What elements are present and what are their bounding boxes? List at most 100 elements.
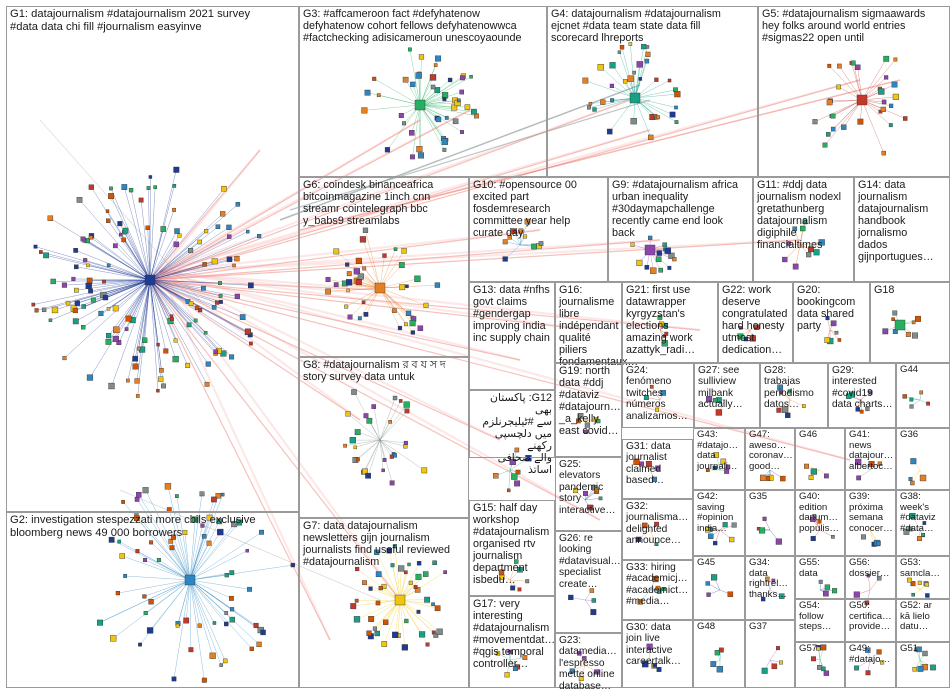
group-label-g54: G54: follow steps… xyxy=(799,601,842,633)
group-box-g43[interactable]: G43: #datajo… data journali… xyxy=(693,428,745,490)
group-box-g20[interactable]: G20: bookingcom data shared party xyxy=(793,282,870,363)
group-box-g33[interactable]: G33: hiring #academicj… #academict… #med… xyxy=(622,560,693,620)
group-label-g18: G18 xyxy=(874,284,947,296)
group-box-g17[interactable]: G17: very interesting #datajournalism #m… xyxy=(469,596,555,688)
group-box-g29[interactable]: G29: interested #covid19 data charts… xyxy=(828,363,896,428)
group-label-g44: G44 xyxy=(900,365,947,376)
group-label-g37: G37 xyxy=(749,622,792,633)
group-label-g45: G45 xyxy=(697,558,742,569)
group-box-g54[interactable]: G54: follow steps… xyxy=(795,599,845,642)
group-label-g38: G38: week's #dataviz #data… xyxy=(900,492,947,535)
group-box-g37[interactable]: G37 xyxy=(745,620,795,688)
group-label-g1: G1: datajournalism #datajournalism 2021 … xyxy=(10,8,296,33)
group-label-g49: G49: #datajo… xyxy=(849,644,893,665)
group-label-g14: G14: data journalism datajournalism hand… xyxy=(858,179,947,264)
group-box-g7[interactable]: G7: data datajournalism newsletters gijn… xyxy=(299,518,469,688)
group-box-g14[interactable]: G14: data journalism datajournalism hand… xyxy=(854,177,950,282)
group-box-g35[interactable]: G35 xyxy=(745,490,795,556)
group-box-g28[interactable]: G28: trabajas periodismo datos… xyxy=(760,363,828,428)
group-label-g34: G34: data rightrel… thanks… xyxy=(749,558,792,601)
group-box-g55[interactable]: G55: data xyxy=(795,556,845,599)
group-box-g4[interactable]: G4: datajournalism #datajournalism ejcne… xyxy=(547,6,758,177)
group-label-g31: G31: data journalist claimed based… xyxy=(626,441,690,487)
group-label-g47: G47: aweso… coronav… good… xyxy=(749,430,792,473)
group-label-g29: G29: interested #covid19 data charts… xyxy=(832,365,893,411)
group-box-g22[interactable]: G22: work deserve congratulated hard hon… xyxy=(718,282,793,363)
group-box-g47[interactable]: G47: aweso… coronav… good… xyxy=(745,428,795,490)
group-label-g23: G23: datamedia… l'espresso mette online … xyxy=(559,635,619,692)
group-box-g31[interactable]: G31: data journalist claimed based… xyxy=(622,439,693,499)
group-box-g6[interactable]: G6: coindesk binanceafrica bitcoinmagazi… xyxy=(299,177,469,357)
group-label-g7: G7: data datajournalism newsletters gijn… xyxy=(303,520,466,568)
group-box-g39[interactable]: G39: próxima semana conocer… xyxy=(845,490,896,556)
group-label-g21: G21: first use datawrapper kyrgyzstan's … xyxy=(626,284,715,356)
group-label-g8: G8: #datajournalism র ব য স দ story surv… xyxy=(303,359,466,383)
group-label-g9: G9: #datajournalism africa urban inequal… xyxy=(612,179,750,239)
group-box-g12[interactable]: G12: پاکستان بھی سے #ٹیلیجرنلزم میں دلچس… xyxy=(469,390,555,458)
group-box-g1[interactable]: G1: datajournalism #datajournalism 2021 … xyxy=(6,6,299,512)
group-label-g13: G13: data #nfhs govt claims #gendergap i… xyxy=(473,284,552,344)
group-label-g41: G41: news datajour… albertoc… xyxy=(849,430,893,473)
group-label-g51: G51 xyxy=(900,644,947,655)
group-box-g53[interactable]: G53: samcla… xyxy=(896,556,950,599)
group-box-g49[interactable]: G49: #datajo… xyxy=(845,642,896,688)
group-box-g34[interactable]: G34: data rightrel… thanks… xyxy=(745,556,795,620)
group-label-g42: G42: saving #opinion india… xyxy=(697,492,742,535)
group-box-g45[interactable]: G45 xyxy=(693,556,745,620)
group-label-g55: G55: data xyxy=(799,558,842,579)
group-box-g50[interactable]: G50: certifica… provide… xyxy=(845,599,896,642)
group-box-g48[interactable]: G48 xyxy=(693,620,745,688)
graph-node[interactable] xyxy=(507,489,510,492)
group-box-g18[interactable]: G18 xyxy=(870,282,950,363)
group-box-g11[interactable]: G11: #ddj data journalism nodexl gretath… xyxy=(753,177,854,282)
group-label-g35: G35 xyxy=(749,492,792,503)
group-label-g46: G46 xyxy=(799,430,842,441)
group-box-g41[interactable]: G41: news datajour… albertoc… xyxy=(845,428,896,490)
group-box-g25[interactable]: G25: elevators pandemic story interactiv… xyxy=(555,457,622,531)
group-box-g15[interactable]: G15: half day workshop #datajournalism o… xyxy=(469,500,555,596)
group-box-g5[interactable]: G5: #datajournalism sigmaawards hey folk… xyxy=(758,6,950,177)
group-box-g51[interactable]: G51 xyxy=(896,642,950,688)
group-box-g26[interactable]: G26: re looking #datavisual… specialist … xyxy=(555,531,622,633)
group-box-g19[interactable]: G19: north data #ddj #dataviz #datajourn… xyxy=(555,363,622,457)
group-box-g32[interactable]: G32: journalisma… delighted announce… xyxy=(622,499,693,560)
graph-node[interactable] xyxy=(514,481,519,486)
group-box-g21[interactable]: G21: first use datawrapper kyrgyzstan's … xyxy=(622,282,718,363)
group-box-g23[interactable]: G23: datamedia… l'espresso mette online … xyxy=(555,633,622,688)
group-box-g36[interactable]: G36 xyxy=(896,428,950,490)
group-box-g8[interactable]: G8: #datajournalism র ব য স দ story surv… xyxy=(299,357,469,518)
group-label-g26: G26: re looking #datavisual… specialist … xyxy=(559,533,619,590)
group-box-g16[interactable]: G16: journalisme libre indépendant quali… xyxy=(555,282,622,363)
group-label-g10: G10: #opensource 00 excited part fosdemr… xyxy=(473,179,605,239)
group-label-g6: G6: coindesk binanceafrica bitcoinmagazi… xyxy=(303,179,466,227)
group-box-g27[interactable]: G27: see sulliview milbank actually… xyxy=(694,363,760,428)
group-label-g4: G4: datajournalism #datajournalism ejcne… xyxy=(551,8,755,44)
group-label-g11: G11: #ddj data journalism nodexl gretath… xyxy=(757,179,851,251)
group-box-g52[interactable]: G52: ar kā lielo datu… xyxy=(896,599,950,642)
group-label-g25: G25: elevators pandemic story interactiv… xyxy=(559,459,619,516)
group-box-g9[interactable]: G9: #datajournalism africa urban inequal… xyxy=(608,177,753,282)
group-label-g57: G57 xyxy=(799,644,842,655)
group-box-g3[interactable]: G3: #affcameroon fact #defyhatenow defyh… xyxy=(299,6,547,177)
group-box-g46[interactable]: G46 xyxy=(795,428,845,490)
group-box-g2[interactable]: G2: investigation stespezzati more cbils… xyxy=(6,512,299,688)
group-label-g52: G52: ar kā lielo datu… xyxy=(900,601,947,633)
group-box-g13[interactable]: G13: data #nfhs govt claims #gendergap i… xyxy=(469,282,555,390)
group-box-g42[interactable]: G42: saving #opinion india… xyxy=(693,490,745,556)
group-label-g50: G50: certifica… provide… xyxy=(849,601,893,633)
group-box-g56[interactable]: G56: dossier… xyxy=(845,556,896,599)
group-label-g5: G5: #datajournalism sigmaawards hey folk… xyxy=(762,8,947,44)
group-box-g24[interactable]: G24: fenómeno twitches números analizamo… xyxy=(622,363,694,428)
group-label-g20: G20: bookingcom data shared party xyxy=(797,284,867,332)
group-box-g44[interactable]: G44 xyxy=(896,363,950,428)
group-label-g30: G30: data join live interactive careerta… xyxy=(626,622,690,668)
group-label-g12: G12: پاکستان بھی سے #ٹیلیجرنلزم میں دلچس… xyxy=(473,392,552,477)
group-box-g10[interactable]: G10: #opensource 00 excited part fosdemr… xyxy=(469,177,608,282)
group-box-g57[interactable]: G57 xyxy=(795,642,845,688)
group-box-g38[interactable]: G38: week's #dataviz #data… xyxy=(896,490,950,556)
group-label-g27: G27: see sulliview milbank actually… xyxy=(698,365,757,411)
group-label-g48: G48 xyxy=(697,622,742,633)
group-box-g30[interactable]: G30: data join live interactive careerta… xyxy=(622,620,693,688)
group-label-g2: G2: investigation stespezzati more cbils… xyxy=(10,514,296,539)
group-box-g40[interactable]: G40: edition danum… populis… xyxy=(795,490,845,556)
